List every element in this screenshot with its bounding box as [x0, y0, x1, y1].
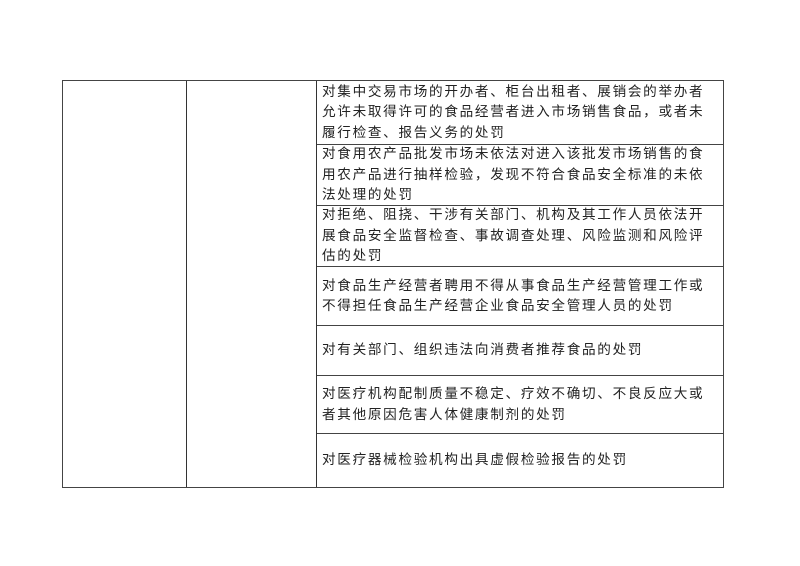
cell-text: 对医疗器械检验机构出具虚假检验报告的处罚 [322, 452, 628, 469]
cell-text: 对有关部门、组织违法向消费者推荐食品的处罚 [322, 342, 644, 359]
penalty-table: 对集中交易市场的开办者、柜台出租者、展销会的举办者允许未取得许可的食品经营者进入… [62, 80, 724, 488]
table-row: 对医疗器械检验机构出具虚假检验报告的处罚 [317, 434, 723, 487]
table-row: 对医疗机构配制质量不稳定、疗效不确切、不良反应大或者其他原因危害人体健康制剂的处… [317, 376, 723, 434]
table-row: 对食品生产经营者聘用不得从事食品生产经营管理工作或不得担任食品生产经营企业食品安… [317, 267, 723, 326]
table-row: 对有关部门、组织违法向消费者推荐食品的处罚 [317, 326, 723, 376]
table-row: 对拒绝、阻挠、干涉有关部门、机构及其工作人员依法开展食品安全监督检查、事故调查处… [317, 206, 723, 267]
cell-text: 对食用农产品批发市场未依法对进入该批发市场销售的食用农产品进行抽样检验，发现不符… [322, 146, 705, 204]
cell-text: 对食品生产经营者聘用不得从事食品生产经营管理工作或不得担任食品生产经营企业食品安… [322, 277, 705, 315]
table-column-1-merged-cell [63, 81, 187, 487]
cell-text: 对集中交易市场的开办者、柜台出租者、展销会的举办者允许未取得许可的食品经营者进入… [322, 83, 705, 141]
table-row: 对食用农产品批发市场未依法对进入该批发市场销售的食用农产品进行抽样检验，发现不符… [317, 145, 723, 206]
table-column-2-merged-cell [187, 81, 317, 487]
table-row: 对集中交易市场的开办者、柜台出租者、展销会的举办者允许未取得许可的食品经营者进入… [317, 81, 723, 145]
cell-text: 对拒绝、阻挠、干涉有关部门、机构及其工作人员依法开展食品安全监督检查、事故调查处… [322, 207, 705, 265]
table-column-3: 对集中交易市场的开办者、柜台出租者、展销会的举办者允许未取得许可的食品经营者进入… [317, 81, 723, 487]
cell-text: 对医疗机构配制质量不稳定、疗效不确切、不良反应大或者其他原因危害人体健康制剂的处… [322, 386, 705, 423]
